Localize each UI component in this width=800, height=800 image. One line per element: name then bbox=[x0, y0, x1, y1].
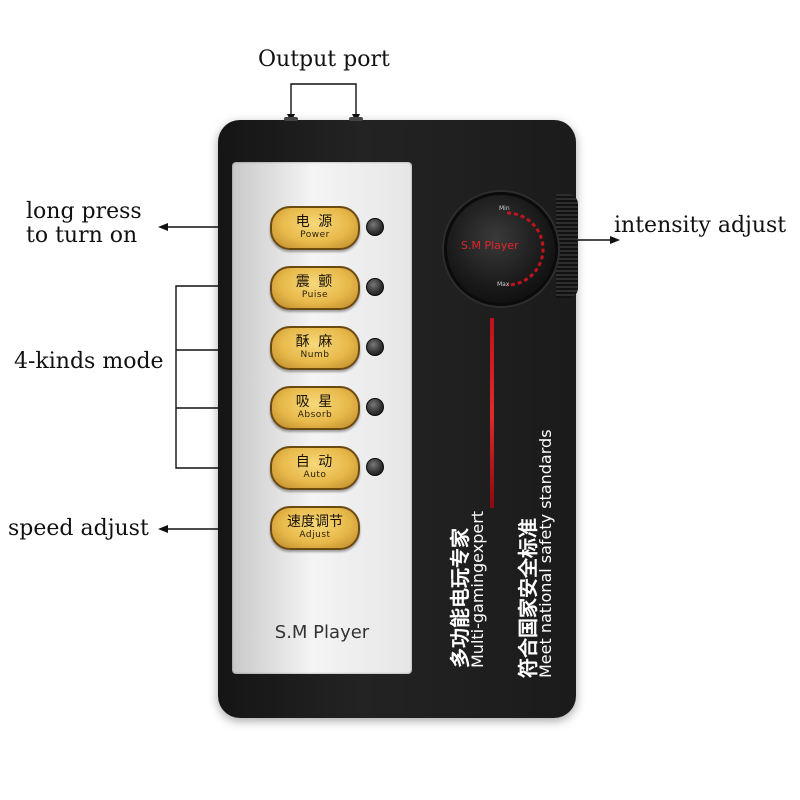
knob-scale-icon bbox=[506, 211, 545, 287]
arrow-head-long-press bbox=[158, 223, 168, 231]
device-body: 电 源 Power 震 颤 Puise 酥 麻 Numb 吸 星 Absorb … bbox=[218, 117, 578, 718]
pulse-button-zh: 震 颤 bbox=[295, 274, 335, 290]
speed-adjust-button[interactable]: 速度调节 Adjust bbox=[270, 506, 360, 550]
knob-max-label: Max bbox=[497, 281, 510, 288]
auto-button-zh: 自 动 bbox=[295, 454, 335, 470]
output-port-right bbox=[349, 117, 363, 121]
speed-button-en: Adjust bbox=[299, 530, 331, 540]
long-press-label-line2: to turn on bbox=[26, 223, 138, 248]
pulse-button-en: Puise bbox=[301, 290, 329, 300]
knob-brand-label: S.M Player bbox=[461, 239, 519, 252]
output-port-bracket bbox=[290, 83, 357, 114]
intensity-adjust-label: intensity adjust bbox=[614, 213, 787, 238]
pulse-mode-button[interactable]: 震 颤 Puise bbox=[270, 266, 360, 310]
output-port-left bbox=[284, 117, 298, 121]
absorb-button-zh: 吸 星 bbox=[295, 394, 335, 410]
numb-button-zh: 酥 麻 bbox=[295, 334, 335, 350]
arrow-head-intensity bbox=[610, 236, 620, 244]
numb-button-en: Numb bbox=[300, 350, 330, 360]
power-button-zh: 电 源 bbox=[295, 214, 335, 230]
power-button[interactable]: 电 源 Power bbox=[270, 206, 360, 250]
device-slogan-en2: Meet national safety standards bbox=[536, 429, 555, 678]
auto-button-en: Auto bbox=[303, 470, 327, 480]
output-port-label: Output port bbox=[258, 47, 390, 72]
speed-button-zh: 速度调节 bbox=[287, 514, 343, 530]
numb-led bbox=[366, 338, 384, 356]
mode-bracket-top bbox=[175, 285, 258, 469]
absorb-led bbox=[366, 398, 384, 416]
power-led bbox=[366, 218, 384, 236]
device-slogan-en1: Multi-gamingexpert bbox=[468, 510, 487, 668]
long-press-label-line1: long press bbox=[26, 199, 142, 224]
speed-adjust-label: speed adjust bbox=[8, 516, 149, 541]
numb-mode-button[interactable]: 酥 麻 Numb bbox=[270, 326, 360, 370]
control-panel: 电 源 Power 震 颤 Puise 酥 麻 Numb 吸 星 Absorb … bbox=[232, 162, 412, 674]
absorb-button-en: Absorb bbox=[297, 410, 333, 420]
pulse-led bbox=[366, 278, 384, 296]
panel-brand: S.M Player bbox=[274, 622, 370, 643]
absorb-mode-button[interactable]: 吸 星 Absorb bbox=[270, 386, 360, 430]
power-button-en: Power bbox=[300, 230, 330, 240]
auto-led bbox=[366, 458, 384, 476]
intensity-knob-grip[interactable] bbox=[556, 194, 578, 298]
arrow-head-speed bbox=[158, 525, 168, 533]
knob-min-label: Min bbox=[499, 205, 510, 212]
auto-mode-button[interactable]: 自 动 Auto bbox=[270, 446, 360, 490]
knob-face[interactable]: Min S.M Player Max bbox=[444, 192, 558, 306]
four-kinds-mode-label: 4-kinds mode bbox=[14, 349, 164, 374]
red-accent-line bbox=[490, 318, 494, 508]
knob-scale-arc bbox=[506, 211, 545, 287]
intensity-knob[interactable]: Min S.M Player Max bbox=[444, 192, 558, 306]
